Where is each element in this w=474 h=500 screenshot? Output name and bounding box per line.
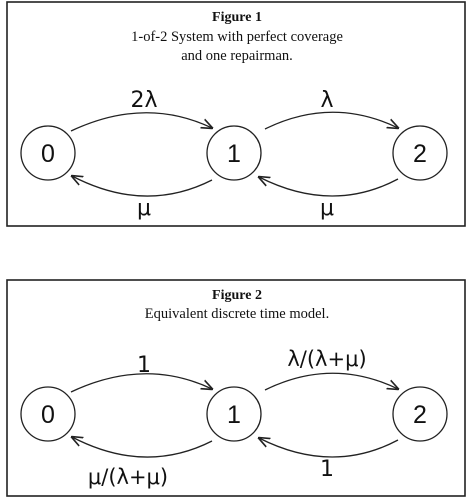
figure-1-state-2-label: 2	[413, 140, 427, 168]
figure-2-rate-1-to-2: λ/(λ+μ)	[287, 347, 366, 371]
figure-1-caption-line1: 1-of-2 System with perfect coverage	[131, 29, 343, 45]
figure-2-title: Figure 2	[212, 288, 262, 303]
figure-1-caption-line2: and one repairman.	[181, 48, 293, 64]
figure-1-state-1-label: 1	[227, 140, 241, 168]
figure-2-state-2-node	[392, 386, 448, 442]
figure-1-edge-1-to-2	[264, 111, 398, 130]
figure-1: Figure 1 1-of-2 System with perfect cove…	[6, 1, 466, 227]
figure-2-rate-0-to-1: 1	[137, 353, 151, 378]
figure-1-rate-2-to-1: μ	[320, 196, 334, 221]
figure-2-caption-line1: Equivalent discrete time model.	[145, 306, 329, 322]
figure-2-state-0-label: 0	[41, 401, 55, 429]
figure-1-state-1-node	[206, 125, 262, 181]
figure-1-state-0-node	[20, 125, 76, 181]
figure-1-rate-1-to-2: λ	[320, 88, 333, 113]
figure-1-edge-1-to-0	[72, 176, 213, 197]
figure-1-state-2-node	[392, 125, 448, 181]
figure-1-rate-0-to-1: 2λ	[130, 88, 157, 113]
figure-2-state-2-label: 2	[413, 401, 427, 429]
figure-1-state-0-label: 0	[41, 140, 55, 168]
figure-1-frame	[6, 1, 466, 227]
figure-1-rate-1-to-0: μ	[137, 196, 151, 221]
figure-2-state-1-node	[206, 386, 262, 442]
figure-2-edge-1-to-0	[72, 437, 213, 458]
figure-2-frame	[6, 279, 466, 497]
figure-2-edge-2-to-1	[259, 438, 399, 458]
figure-2-rate-1-to-0: μ/(λ+μ)	[88, 465, 168, 489]
figure-2: Figure 2 Equivalent discrete time model.…	[6, 279, 466, 497]
figure-1-title: Figure 1	[212, 10, 262, 25]
figure-2-edge-0-to-1	[70, 373, 212, 393]
figure-2-state-0-node	[20, 386, 76, 442]
figure-2-state-1-label: 1	[227, 401, 241, 429]
figure-1-edge-2-to-1	[259, 177, 399, 197]
figure-2-rate-2-to-1: 1	[320, 457, 334, 482]
figure-1-edge-0-to-1	[70, 112, 212, 132]
figure-2-edge-1-to-2	[264, 372, 398, 391]
